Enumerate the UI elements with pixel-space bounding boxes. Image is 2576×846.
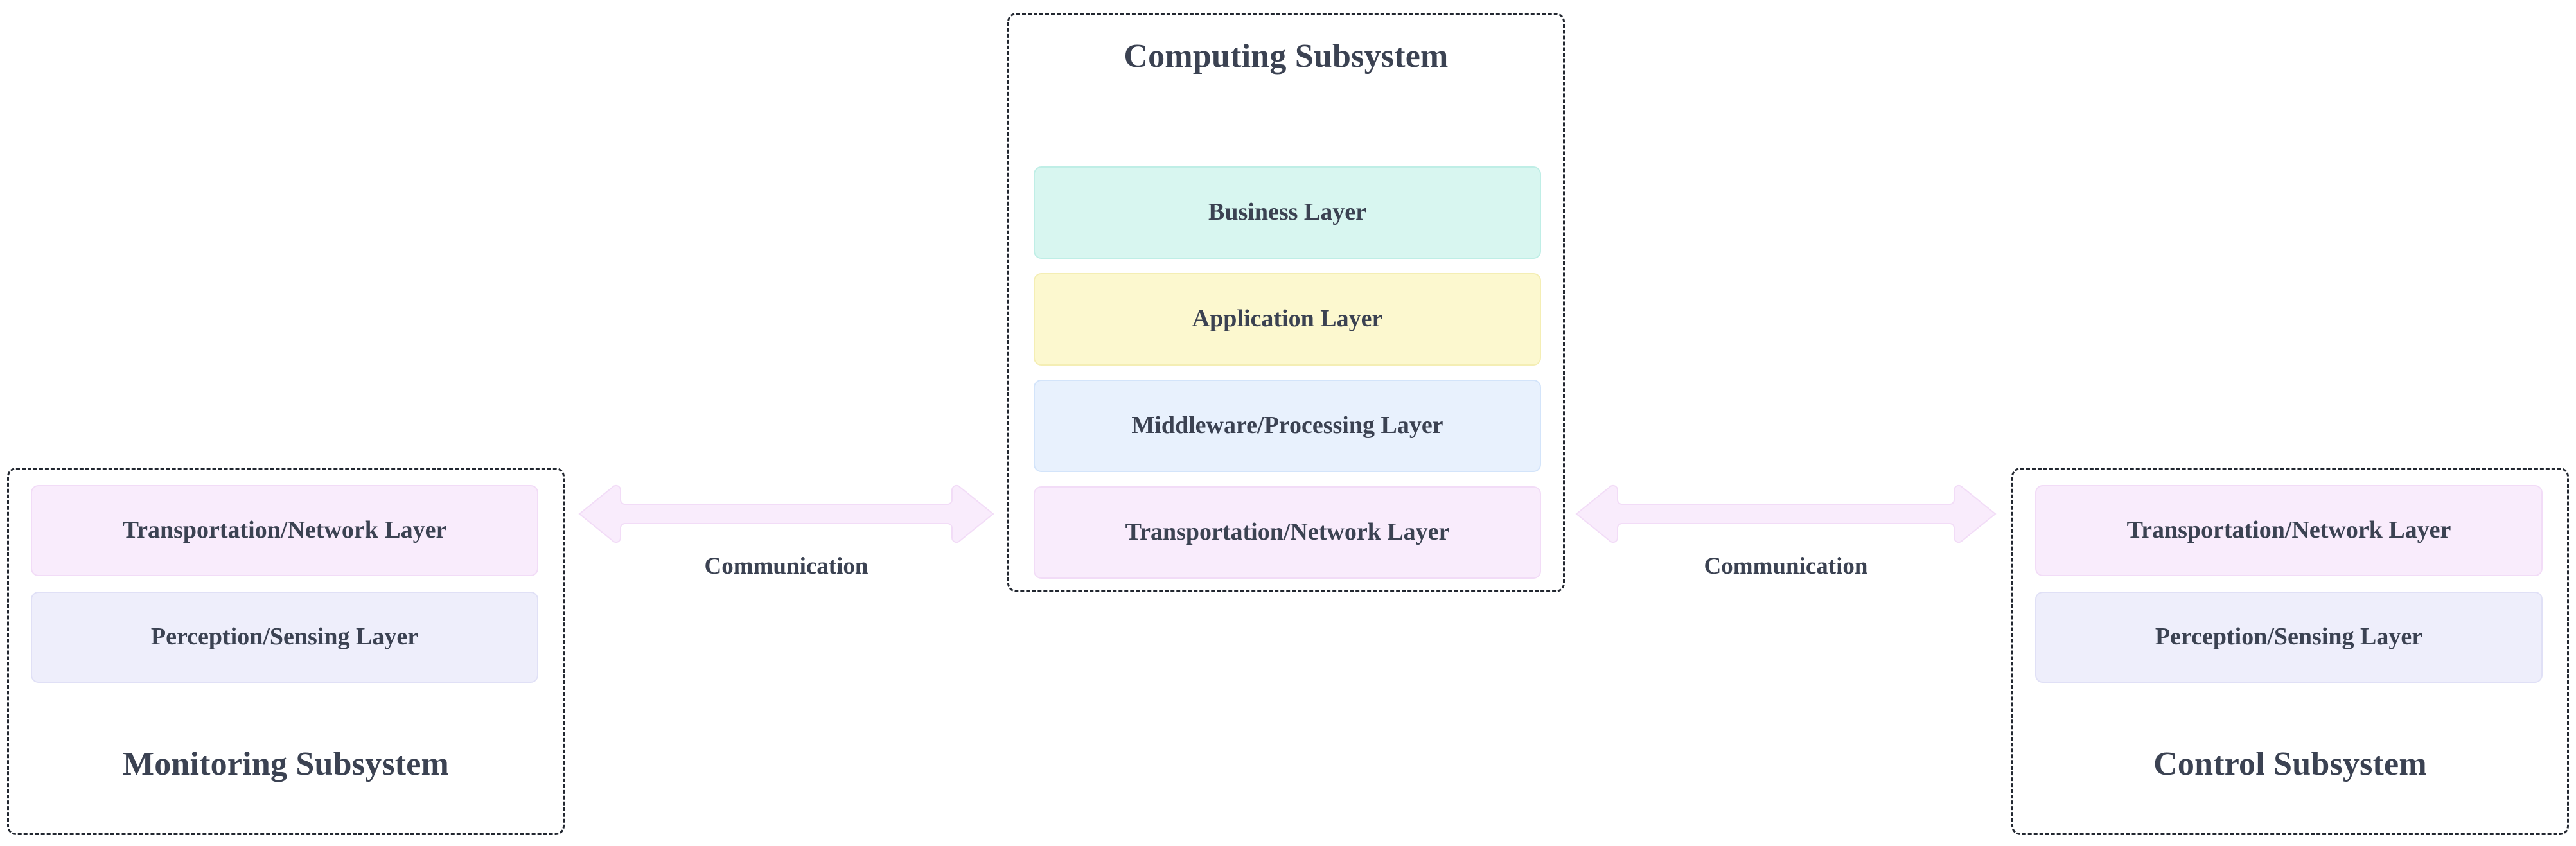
communication-connector-left[interactable]: Communication [577, 483, 996, 599]
computing-subsystem-title: Computing Subsystem [1124, 38, 1449, 75]
control-subsystem-container: Transportation/Network Layer Perception/… [2011, 468, 2569, 835]
bidirectional-arrow-icon [1575, 484, 1997, 543]
layer-label: Middleware/Processing Layer [1131, 412, 1443, 439]
computing-subsystem-container: Computing Subsystem Business Layer Appli… [1007, 13, 1565, 592]
computing-layer-business[interactable]: Business Layer [1034, 166, 1541, 259]
control-layer-transportation-network[interactable]: Transportation/Network Layer [2035, 485, 2543, 576]
control-layer-perception-sensing[interactable]: Perception/Sensing Layer [2035, 592, 2543, 683]
monitoring-layer-transportation-network[interactable]: Transportation/Network Layer [31, 485, 538, 576]
computing-layer-transportation-network[interactable]: Transportation/Network Layer [1034, 486, 1541, 579]
computing-layer-middleware-processing[interactable]: Middleware/Processing Layer [1034, 380, 1541, 472]
bidirectional-arrow-icon [578, 484, 994, 543]
layer-label: Application Layer [1192, 305, 1383, 333]
communication-label: Communication [1704, 553, 1868, 579]
layer-label: Perception/Sensing Layer [150, 623, 419, 651]
layer-label: Transportation/Network Layer [1125, 518, 1450, 546]
communication-label: Communication [704, 553, 869, 579]
layer-label: Transportation/Network Layer [2126, 516, 2451, 544]
control-subsystem-title: Control Subsystem [2153, 746, 2427, 782]
communication-connector-right[interactable]: Communication [1574, 483, 1998, 599]
monitoring-subsystem-container: Transportation/Network Layer Perception/… [7, 468, 565, 835]
monitoring-layer-perception-sensing[interactable]: Perception/Sensing Layer [31, 592, 538, 683]
layer-label: Business Layer [1208, 198, 1366, 226]
layer-label: Transportation/Network Layer [122, 516, 447, 544]
layer-label: Perception/Sensing Layer [2155, 623, 2423, 651]
monitoring-subsystem-title: Monitoring Subsystem [122, 746, 450, 782]
computing-layer-application[interactable]: Application Layer [1034, 273, 1541, 366]
